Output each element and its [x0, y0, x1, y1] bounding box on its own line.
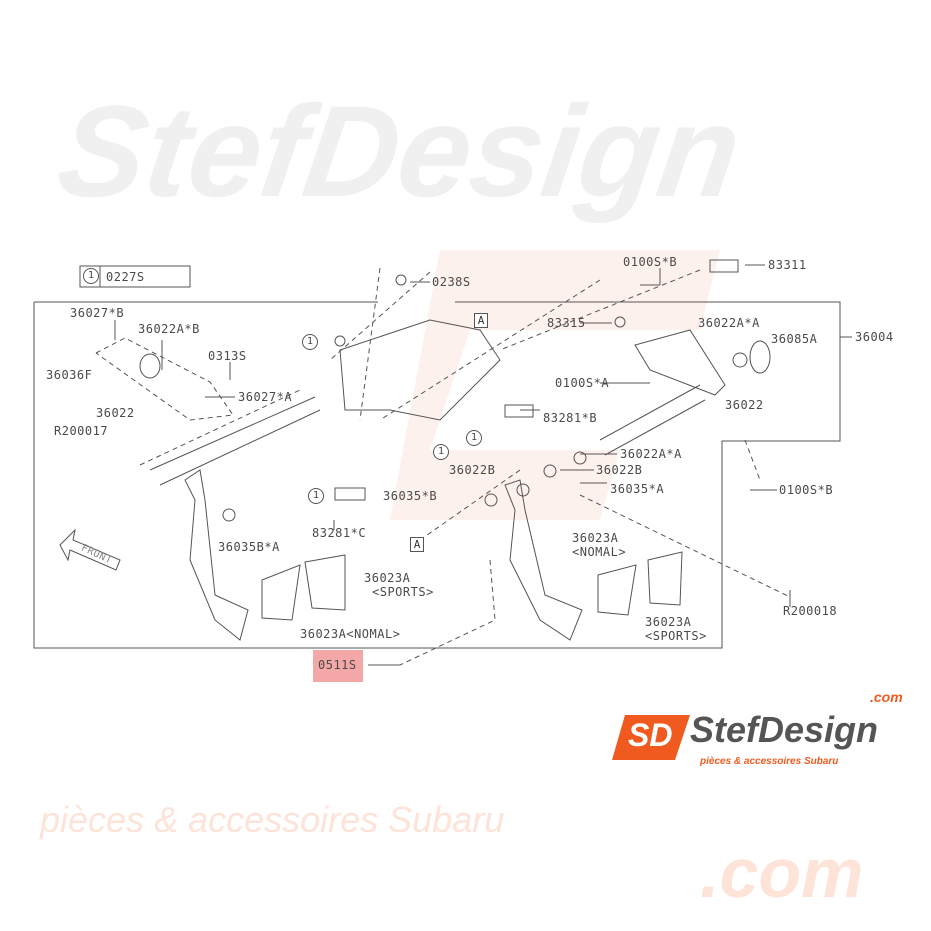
logo-mark: SD — [628, 717, 673, 753]
label-83281-B: 83281*B — [543, 411, 598, 425]
label-36022A-B: 36022A*B — [138, 322, 200, 336]
label-sports-right: <SPORTS> — [645, 629, 707, 643]
label-36023A-nomal-right: 36023A — [572, 531, 619, 545]
label-36027-B: 36027*B — [70, 306, 125, 320]
label-36004: 36004 — [855, 330, 894, 344]
label-36022A-A-mid: 36022A*A — [620, 447, 682, 461]
legend-part: 0227S — [106, 270, 145, 284]
highlight-0511S — [313, 650, 363, 682]
label-36022-left: 36022 — [96, 406, 135, 420]
label-0100S-B-top: 0100S*B — [623, 255, 678, 269]
logo-dotcom: .com — [870, 689, 903, 705]
label-0100S-B-right: 0100S*B — [779, 483, 834, 497]
label-36023A-nomal-bottom: 36023A<NOMAL> — [300, 627, 401, 641]
label-sports-left: <SPORTS> — [372, 585, 434, 599]
watermark-dotcom: .com — [700, 834, 864, 912]
label-36085A: 36085A — [771, 332, 818, 346]
label-nomal-right: <NOMAL> — [572, 545, 627, 559]
label-R200017: R200017 — [54, 424, 109, 438]
label-36022A-A-top: 36022A*A — [698, 316, 760, 330]
label-R200018: R200018 — [783, 604, 838, 618]
marker-1: 1 — [302, 334, 318, 350]
marker-1: 1 — [308, 488, 324, 504]
label-0511S[interactable]: 0511S — [318, 658, 357, 672]
logo-brand: StefDesign — [690, 709, 879, 750]
label-36022B-left: 36022B — [449, 463, 496, 477]
label-36027-A: 36027*A — [238, 390, 293, 404]
label-0313S: 0313S — [208, 349, 247, 363]
label-36035B-A: 36035B*A — [218, 540, 280, 554]
marker-1: 1 — [466, 430, 482, 446]
label-83311: 83311 — [768, 258, 807, 272]
legend-marker: 1 — [83, 268, 99, 284]
label-36036F: 36036F — [46, 368, 93, 382]
label-36035-A: 36035*A — [610, 482, 665, 496]
label-83315: 83315 — [547, 316, 586, 330]
label-0100S-A: 0100S*A — [555, 376, 610, 390]
label-36035-B: 36035*B — [383, 489, 438, 503]
label-36023A-sports-right: 36023A — [645, 615, 692, 629]
label-36022B-right: 36022B — [596, 463, 643, 477]
label-0238S: 0238S — [432, 275, 471, 289]
marker-1: 1 — [433, 444, 449, 460]
watermark-tagline: pièces & accessoires Subaru — [40, 799, 505, 840]
ref-a: A — [410, 537, 424, 552]
label-83281-C: 83281*C — [312, 526, 367, 540]
label-36022-right: 36022 — [725, 398, 764, 412]
label-36023A-sports-left: 36023A — [364, 571, 411, 585]
logo-tagline: pièces & accessoires Subaru — [700, 756, 839, 767]
ref-a: A — [474, 313, 488, 328]
